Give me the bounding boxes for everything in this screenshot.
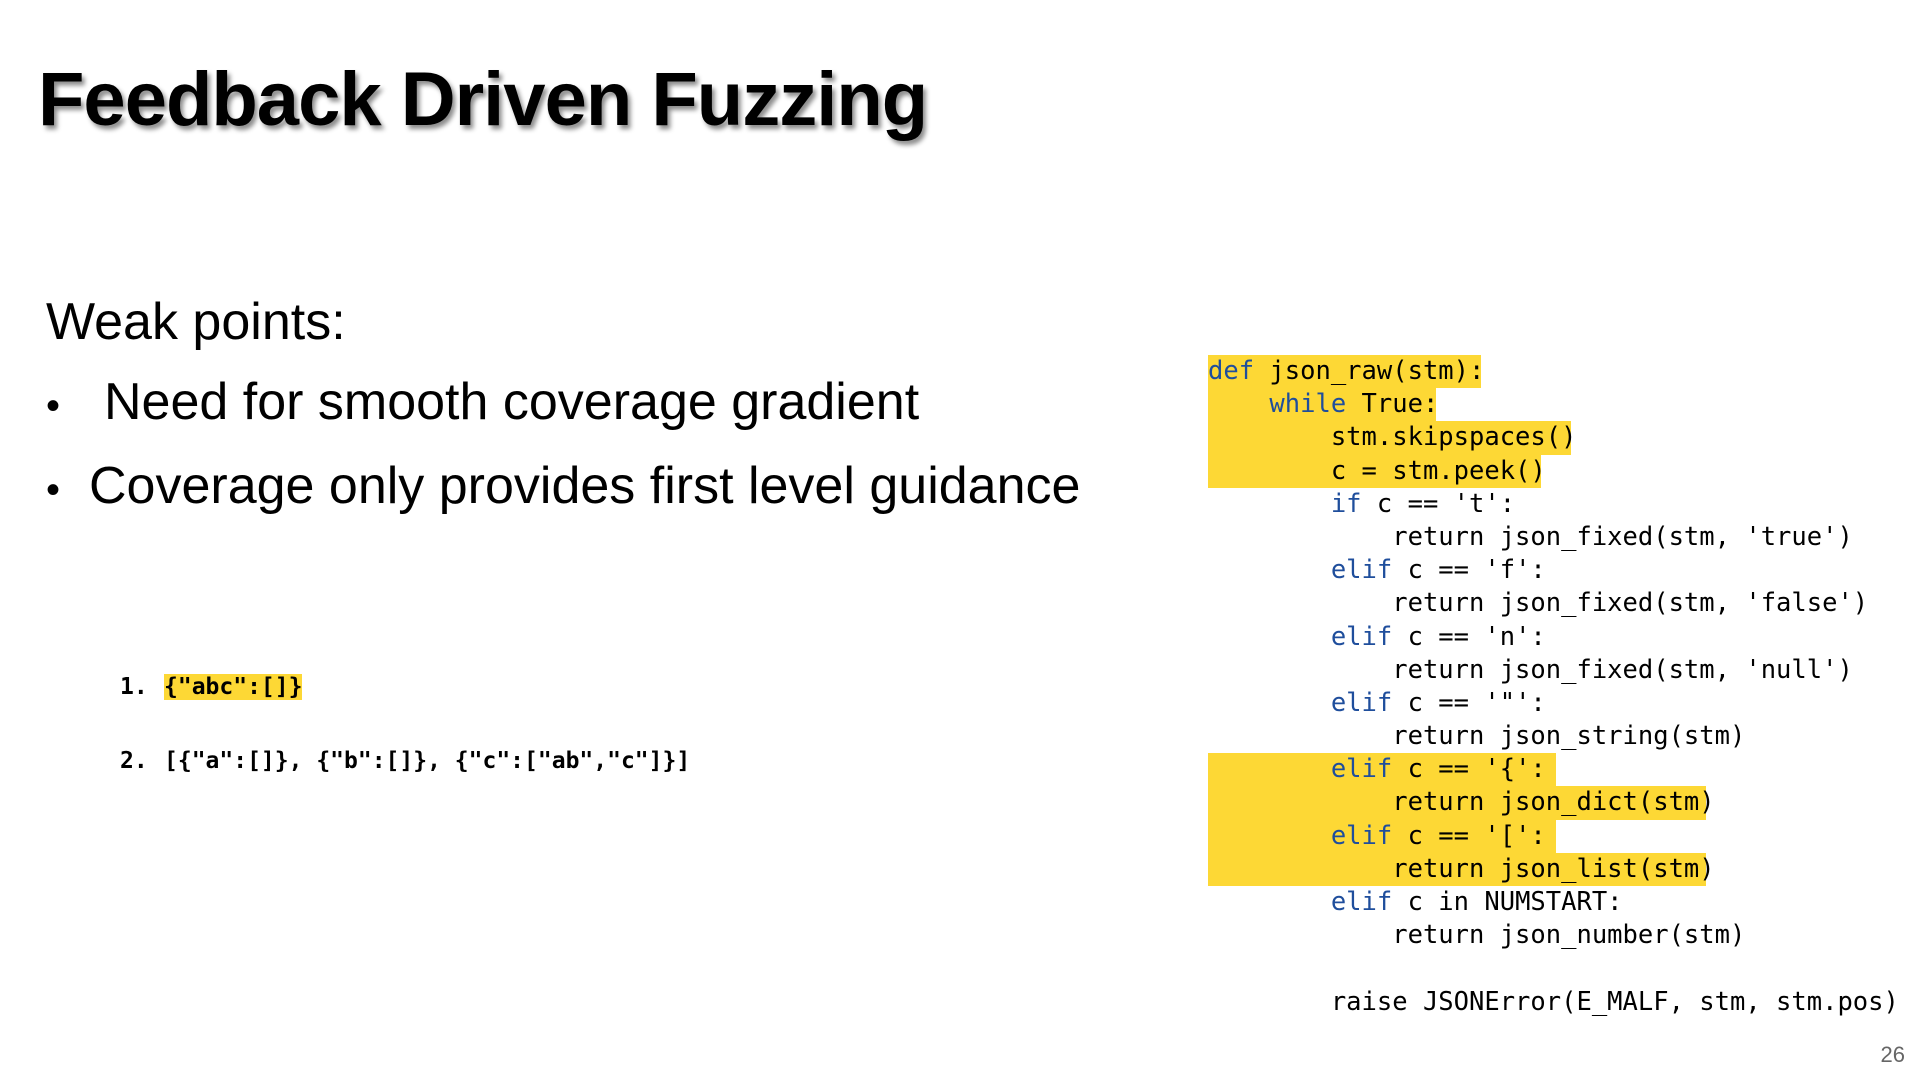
- code-line: raise JSONError(E_MALF, stm, stm.pos): [1208, 986, 1899, 1019]
- bullet-marker: •: [46, 384, 61, 428]
- example-input-highlighted: {"abc":[]}: [164, 674, 303, 700]
- code-text: True:: [1346, 389, 1439, 420]
- bullet-item: • Coverage only provides first level gui…: [46, 446, 1080, 530]
- code-line: return json_fixed(stm, 'false'): [1208, 587, 1899, 620]
- code-keyword: elif: [1330, 621, 1393, 652]
- code-keyword: def: [1208, 356, 1255, 386]
- weak-points-heading: Weak points:: [46, 293, 346, 351]
- page-number: 26: [1880, 1042, 1905, 1067]
- code-text: raise JSONError(E_MALF, stm, stm.pos): [1330, 986, 1899, 1017]
- code-text: c = stm.peek(): [1330, 455, 1546, 486]
- code-line: elif c == '[':: [1208, 819, 1556, 853]
- code-keyword: if: [1330, 488, 1362, 519]
- code-keyword: elif: [1330, 887, 1393, 917]
- weak-points-section: Weak points: • Need for smooth coverage …: [46, 282, 1080, 530]
- example-number: 2.: [120, 748, 148, 774]
- code-line: stm.skipspaces(): [1208, 421, 1576, 455]
- code-keyword: elif: [1330, 820, 1393, 851]
- code-line: return json_fixed(stm, 'null'): [1208, 654, 1899, 687]
- code-text: return json_fixed(stm, 'null'): [1392, 654, 1853, 685]
- code-line: if c == 't':: [1208, 488, 1899, 521]
- bullet-marker: •: [46, 468, 61, 512]
- code-text: c == 'f':: [1392, 555, 1546, 586]
- code-line: elif c == 'n':: [1208, 621, 1899, 654]
- bullet-text: Coverage only provides first level guida…: [89, 457, 1081, 515]
- code-text: return json_fixed(stm, 'true'): [1392, 521, 1853, 552]
- example-number: 1.: [120, 674, 148, 700]
- code-text: return json_dict(stm): [1392, 787, 1715, 818]
- code-text: c == '"':: [1392, 687, 1546, 718]
- bullet-item: • Need for smooth coverage gradient: [46, 362, 1080, 446]
- slide-title: Feedback Driven Fuzzing: [38, 57, 928, 142]
- code-text: return json_string(stm): [1392, 721, 1746, 752]
- code-text: return json_fixed(stm, 'false'): [1392, 588, 1869, 619]
- code-keyword: elif: [1330, 754, 1393, 785]
- code-line: elif c == '{':: [1208, 753, 1556, 787]
- code-text: c == '{':: [1392, 754, 1546, 785]
- code-line: while True:: [1208, 388, 1439, 422]
- code-keyword: elif: [1330, 687, 1393, 718]
- code-listing: def json_raw(stm): while True: stm.skips…: [1208, 355, 1899, 1019]
- code-line: return json_dict(stm): [1208, 786, 1715, 820]
- code-line: elif c == '"':: [1208, 687, 1899, 720]
- code-text: c == 'n':: [1392, 621, 1546, 652]
- code-text: c in NUMSTART:: [1392, 887, 1623, 917]
- code-keyword: while: [1269, 389, 1347, 420]
- code-line: return json_list(stm): [1208, 852, 1715, 886]
- code-keyword: elif: [1330, 555, 1393, 586]
- code-line: return json_number(stm): [1208, 919, 1899, 952]
- example-row: 1. {"abc":[]}: [120, 668, 690, 742]
- example-row: 2. [{"a":[]}, {"b":[]}, {"c":["ab","c"]}]: [120, 742, 690, 816]
- bullet-text: Need for smooth coverage gradient: [104, 373, 920, 431]
- code-line: elif c == 'f':: [1208, 554, 1899, 587]
- example-inputs: 1. {"abc":[]} 2. [{"a":[]}, {"b":[]}, {"c"…: [120, 668, 690, 816]
- code-line: return json_fixed(stm, 'true'): [1208, 521, 1899, 554]
- code-text: c == 't':: [1361, 488, 1516, 519]
- code-text: json_raw(stm):: [1254, 356, 1485, 386]
- code-text: return json_list(stm): [1392, 853, 1715, 884]
- code-line: c = stm.peek(): [1208, 454, 1546, 488]
- code-text: stm.skipspaces(): [1330, 422, 1577, 453]
- code-line: [1208, 952, 1899, 985]
- code-line: return json_string(stm): [1208, 720, 1899, 753]
- code-text: c == '[':: [1392, 820, 1546, 851]
- code-line: elif c in NUMSTART:: [1208, 886, 1899, 919]
- example-input: [{"a":[]}, {"b":[]}, {"c":["ab","c"]}]: [164, 748, 691, 774]
- code-line: def json_raw(stm):: [1208, 355, 1485, 389]
- code-text: return json_number(stm): [1392, 920, 1746, 951]
